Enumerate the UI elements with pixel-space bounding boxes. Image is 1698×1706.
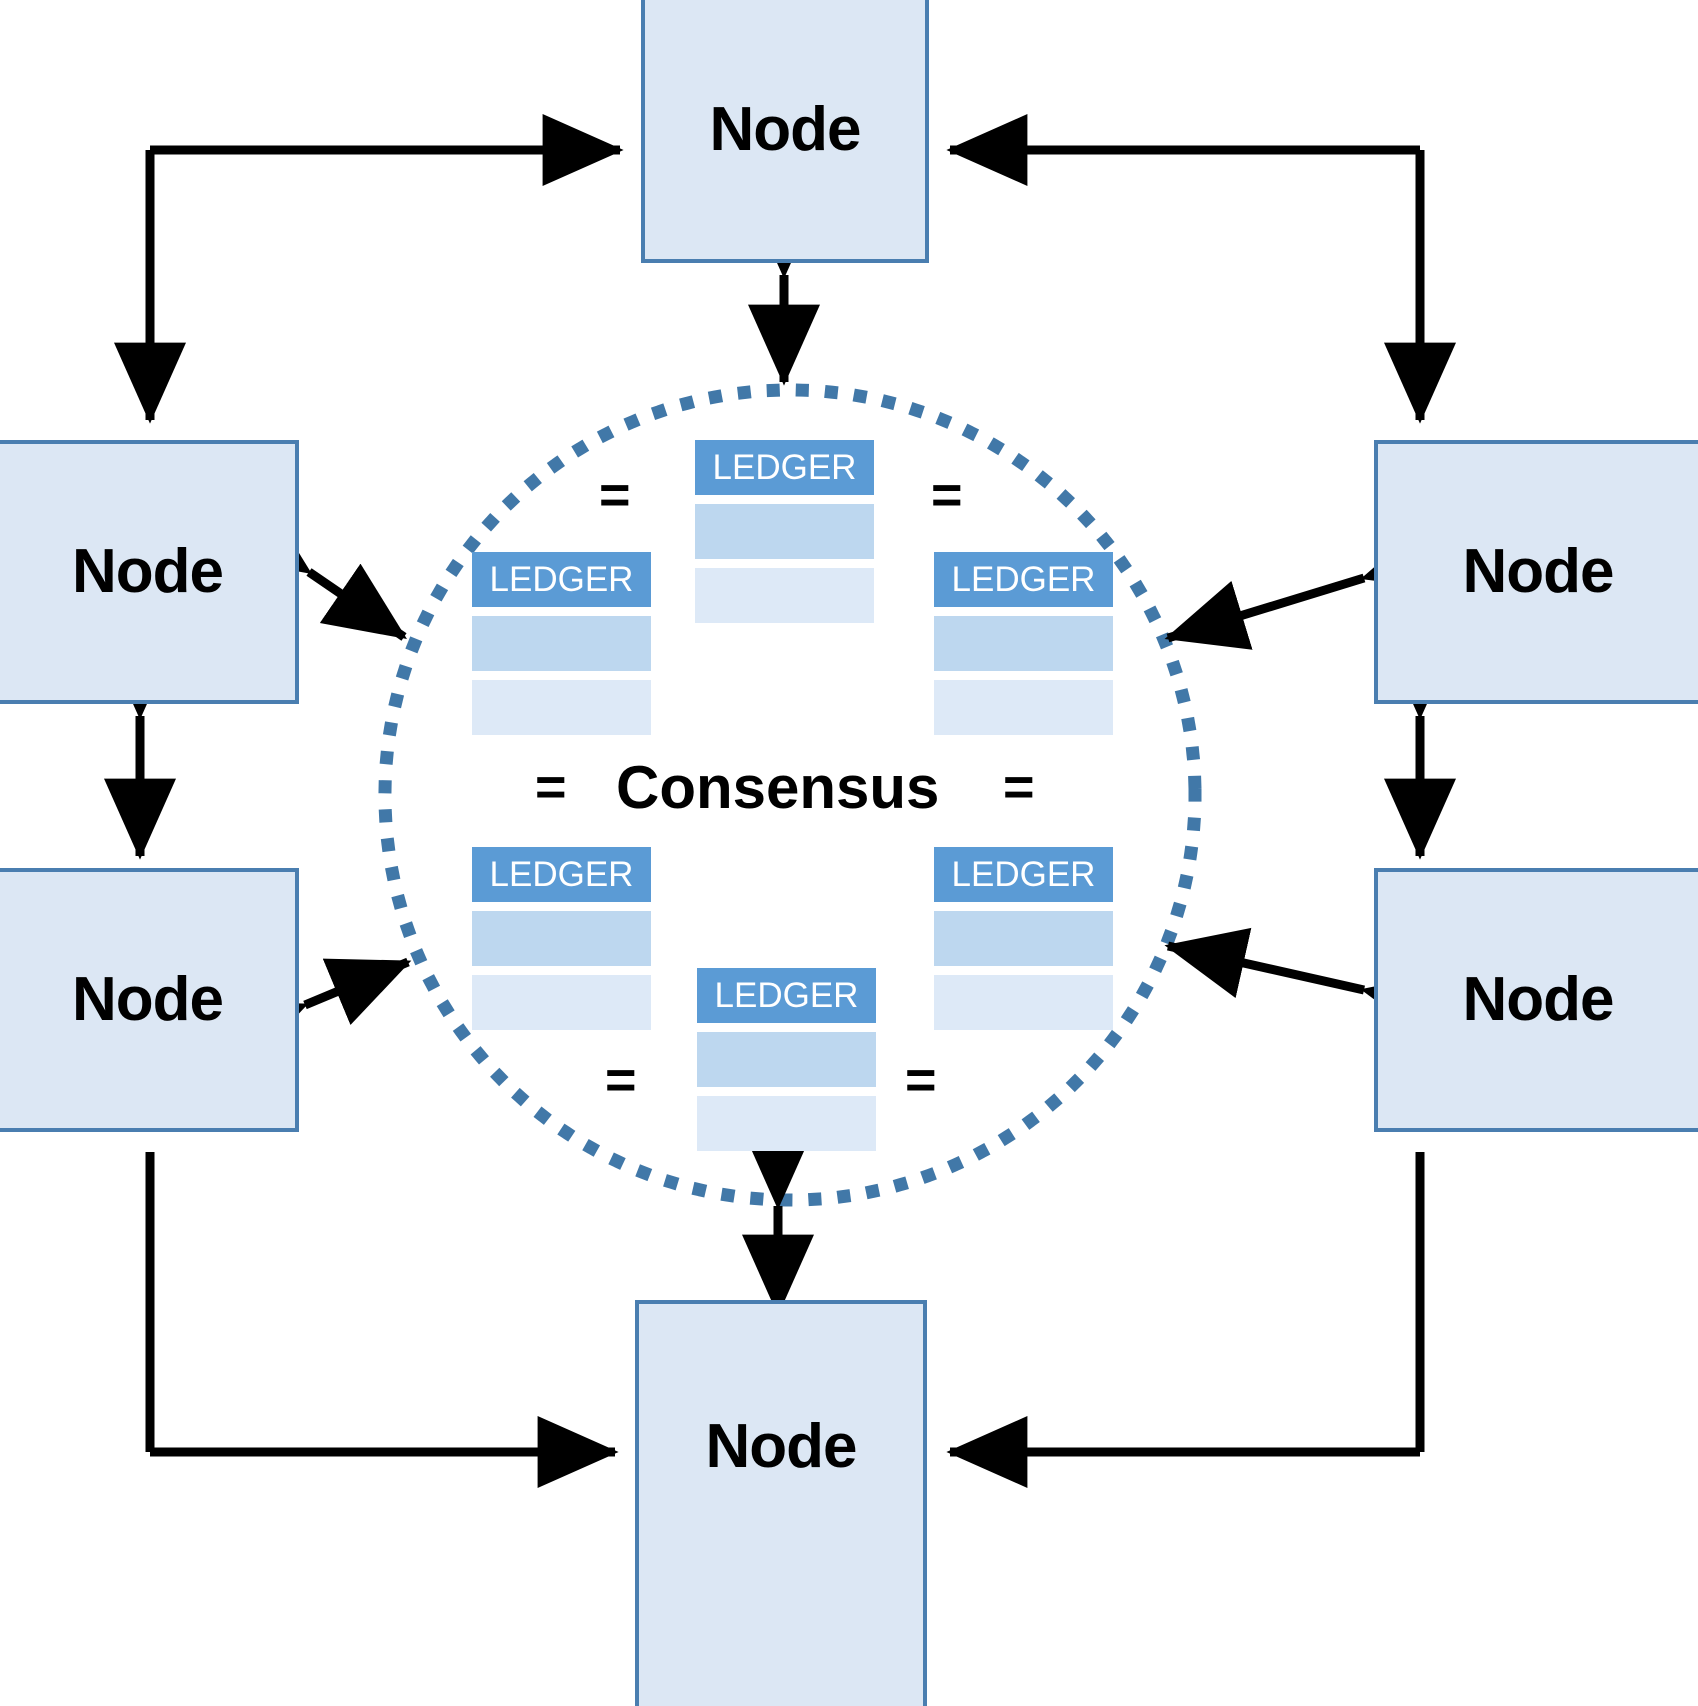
ledger-row	[695, 568, 874, 623]
ledger-stack-upper-right[interactable]: LEDGER	[934, 552, 1113, 735]
node-box-left-upper[interactable]: Node	[0, 440, 299, 704]
node-label: Node	[705, 1412, 858, 1481]
ledger-row	[472, 680, 651, 735]
equals-mark-bottom-right: =	[904, 1050, 936, 1110]
node-box-right-upper[interactable]: Node	[1374, 440, 1698, 704]
equals-mark-mid-right: =	[1002, 757, 1034, 817]
ledger-stack-top[interactable]: LEDGER	[695, 440, 874, 623]
link-right-upper-to-circle	[1164, 520, 1449, 650]
equals-mark-mid-left: =	[534, 757, 566, 817]
consensus-label: Consensus	[616, 754, 940, 821]
ledger-row	[934, 975, 1113, 1030]
ledger-header: LEDGER	[697, 968, 876, 1023]
ledger-row	[472, 911, 651, 966]
ledger-stack-lower-left[interactable]: LEDGER	[472, 847, 651, 1030]
ledger-stack-lower-right[interactable]: LEDGER	[934, 847, 1113, 1030]
ledger-header: LEDGER	[934, 847, 1113, 902]
node-box-left-lower[interactable]: Node	[0, 868, 299, 1132]
node-box-top[interactable]: Node	[641, 0, 929, 263]
link-left-lower-to-circle	[219, 957, 412, 1069]
ledger-row	[697, 1032, 876, 1087]
node-box-right-lower[interactable]: Node	[1374, 868, 1698, 1132]
ledger-row	[934, 680, 1113, 735]
ledger-row	[934, 616, 1113, 671]
link-right-lower-to-circle	[1164, 927, 1448, 1043]
link-left-upper-to-circle	[224, 498, 407, 641]
ledger-row	[934, 911, 1113, 966]
ledger-row	[472, 975, 651, 1030]
equals-mark-bottom-left: =	[604, 1050, 636, 1110]
ledger-header: LEDGER	[472, 847, 651, 902]
ledger-header: LEDGER	[695, 440, 874, 495]
ledger-header: LEDGER	[934, 552, 1113, 607]
node-label: Node	[709, 94, 862, 164]
ledger-row	[472, 616, 651, 671]
ledger-stack-bottom[interactable]: LEDGER	[697, 968, 876, 1151]
equals-mark-top-right: =	[930, 465, 962, 525]
node-label: Node	[72, 537, 224, 606]
ledger-header: LEDGER	[472, 552, 651, 607]
equals-mark-top-left: =	[598, 465, 630, 525]
ledger-row	[697, 1096, 876, 1151]
node-box-bottom[interactable]: Node	[635, 1300, 927, 1706]
node-label: Node	[1462, 537, 1615, 606]
node-label: Node	[72, 965, 224, 1034]
node-label: Node	[1462, 965, 1615, 1034]
ledger-row	[695, 504, 874, 559]
ledger-stack-upper-left[interactable]: LEDGER	[472, 552, 651, 735]
